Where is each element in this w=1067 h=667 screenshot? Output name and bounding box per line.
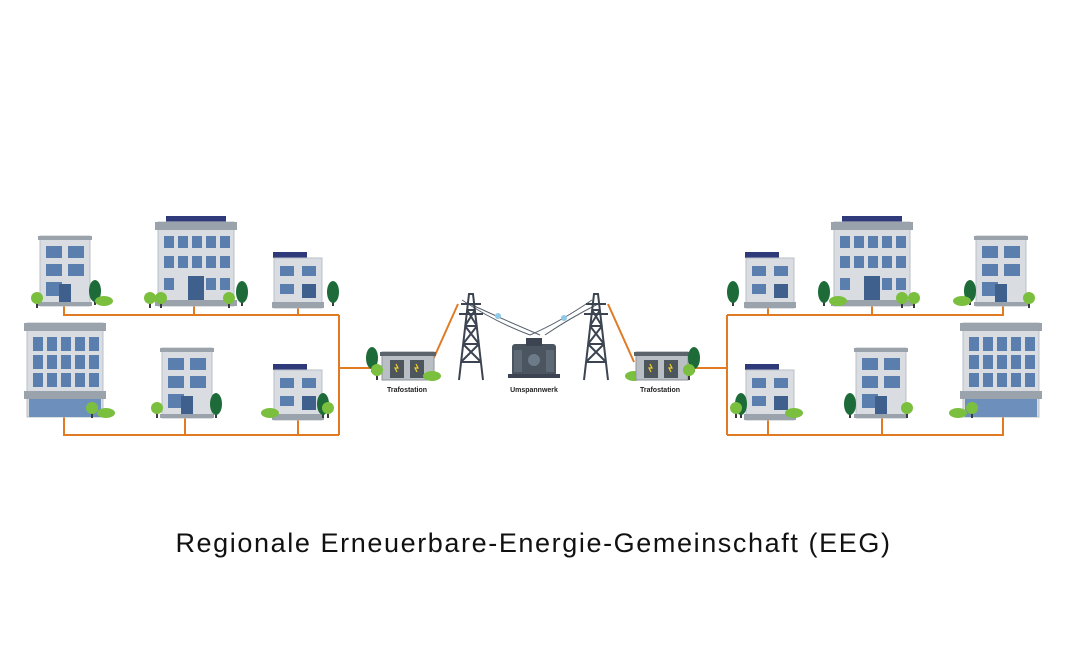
insulator-icon [495,313,567,321]
overhead-lines [461,299,599,336]
building-icon [144,215,248,308]
trafostation-label-right: Trafostation [640,387,680,394]
building-icon [818,215,920,308]
building-icon [953,235,1035,308]
building-icon [949,322,1043,418]
building-icon [151,347,222,419]
building-icon [844,347,913,419]
building-icon [271,251,339,309]
substation-icon [508,338,560,378]
umspannwerk-label: Umspannwerk [510,387,558,394]
power-tower-icon [458,293,484,381]
building-icon [730,363,803,421]
building-icon [31,235,113,308]
building-icon [727,251,797,309]
transformer-station-icon [625,347,700,381]
transformer-station-icon [366,347,441,381]
power-tower-icon [583,293,609,381]
diagram-caption: Regionale Erneuerbare-Energie-Gemeinscha… [175,528,892,558]
trafostation-label-left: Trafostation [387,387,427,394]
building-icon [261,363,334,421]
building-icon [23,322,115,418]
